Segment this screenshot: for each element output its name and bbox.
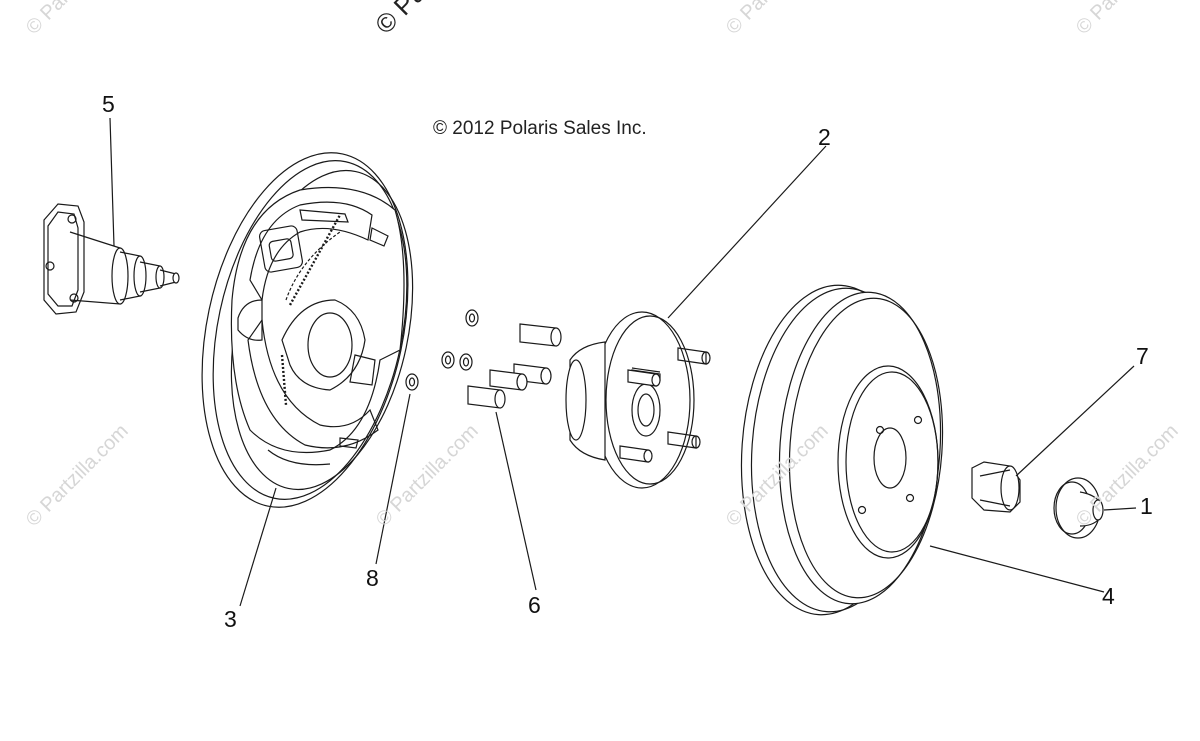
spindle-part [43,203,180,315]
copyright-text: © 2012 Polaris Sales Inc. [433,118,647,139]
leader-lines [109,117,1137,607]
brake-drum-part [740,284,944,616]
cap-part [1053,477,1104,539]
callout-8: 8 [366,565,379,591]
callout-2: 2 [818,124,831,150]
callout-5: 5 [102,91,115,117]
bolts-part [467,323,562,409]
callout-6: 6 [528,592,541,618]
hub-part [565,311,711,489]
callout-3: 3 [224,606,237,632]
callout-7: 7 [1136,343,1149,369]
callout-1: 1 [1140,493,1153,519]
callout-4: 4 [1102,583,1115,609]
backing-plate-part [201,152,414,508]
nut-part [971,461,1021,513]
lock-washers-part [405,309,479,391]
